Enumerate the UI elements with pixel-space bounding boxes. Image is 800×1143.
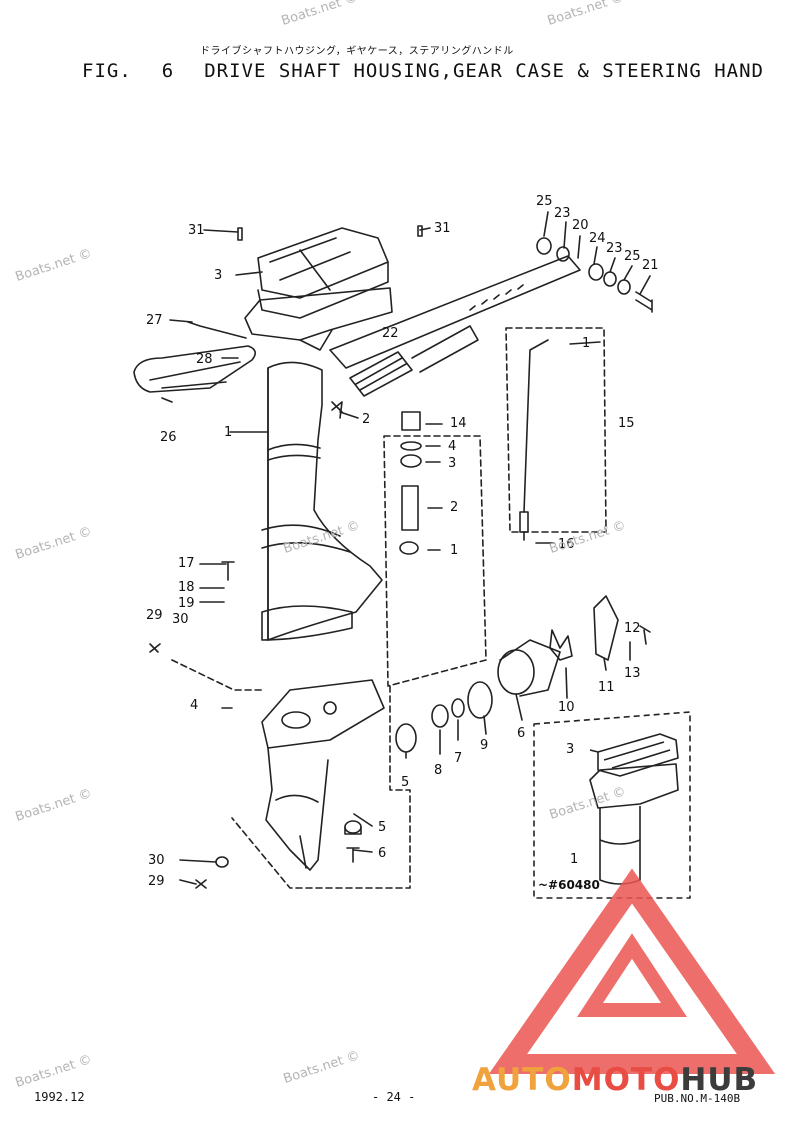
callout-10: 10 bbox=[558, 700, 575, 715]
callout-29-lower: 29 bbox=[148, 874, 165, 889]
callout-9: 9 bbox=[480, 738, 489, 753]
footer-date: 1992.12 bbox=[34, 1090, 85, 1104]
callout-27: 27 bbox=[146, 313, 163, 328]
callout-6-pumphousing: 6 bbox=[517, 726, 526, 741]
callout-14: 14 bbox=[450, 416, 467, 431]
callout-18: 18 bbox=[178, 580, 195, 595]
callout-19: 19 bbox=[178, 596, 195, 611]
fig-heading: DRIVE SHAFT HOUSING,GEAR CASE & STEERING… bbox=[204, 60, 764, 82]
callout-8: 8 bbox=[434, 763, 443, 778]
callout-5-mount: 5 bbox=[378, 820, 387, 835]
callout-12: 12 bbox=[624, 621, 641, 636]
callout-16: 16 bbox=[558, 537, 575, 552]
japanese-subtitle: ドライブシャフトハウジング，ギヤケース，ステアリングハンドル bbox=[200, 46, 514, 57]
callout-2-bolt: 2 bbox=[362, 412, 371, 427]
fig-label: FIG. bbox=[82, 60, 132, 82]
callout-5-bearing: 5 bbox=[401, 775, 410, 790]
callout-29-upper: 29 bbox=[146, 608, 163, 623]
figure-title: FIG. 6 DRIVE SHAFT HOUSING,GEAR CASE & STE… bbox=[82, 60, 764, 82]
callout-24: 24 bbox=[589, 231, 606, 246]
callout-23-right: 23 bbox=[606, 241, 623, 256]
brand-part-moto: MOTO bbox=[571, 1062, 681, 1098]
footer-page-number: - 24 - bbox=[372, 1090, 416, 1104]
callout-3: 3 bbox=[214, 268, 223, 283]
callout-6-bolt: 6 bbox=[378, 846, 387, 861]
callout-1-rod: 1 bbox=[582, 336, 591, 351]
inset-serial-note: ~#60480 bbox=[538, 878, 600, 892]
callout-7: 7 bbox=[454, 751, 463, 766]
callout-15: 15 bbox=[618, 416, 635, 431]
fig-number: 6 bbox=[161, 60, 175, 82]
callout-1-bearing: 1 bbox=[450, 543, 459, 558]
callout-25-top: 25 bbox=[536, 194, 553, 209]
callout-3-bearing: 3 bbox=[448, 456, 457, 471]
callout-4-seal: 4 bbox=[448, 439, 457, 454]
callout-1-housing: 1 bbox=[224, 425, 233, 440]
callout-31-right: 31 bbox=[434, 221, 451, 236]
callout-30-lower: 30 bbox=[148, 853, 165, 868]
callout-28: 28 bbox=[196, 352, 213, 367]
automotohub-logo bbox=[488, 868, 776, 1074]
inset-callout-3: 3 bbox=[566, 742, 575, 757]
callout-4-gearcase: 4 bbox=[190, 698, 199, 713]
brand-part-auto: AUTO bbox=[472, 1062, 572, 1098]
callout-30-upper: 30 bbox=[172, 612, 189, 627]
callout-22: 22 bbox=[382, 326, 399, 341]
inset-callout-1: 1 bbox=[570, 852, 579, 867]
callout-26: 26 bbox=[160, 430, 177, 445]
callout-23-top: 23 bbox=[554, 206, 571, 221]
callout-11: 11 bbox=[598, 680, 615, 695]
callout-17: 17 bbox=[178, 556, 195, 571]
brand-wordmark: AUTOMOTOHUB bbox=[472, 1062, 758, 1098]
callout-20: 20 bbox=[572, 218, 589, 233]
callout-21: 21 bbox=[642, 258, 659, 273]
callout-2-bushing: 2 bbox=[450, 500, 459, 515]
footer-pub-number: PUB.NO.M-140B bbox=[654, 1092, 741, 1105]
callout-31-left: 31 bbox=[188, 223, 205, 238]
brand-part-hub: HUB bbox=[680, 1062, 759, 1098]
callout-25-right: 25 bbox=[624, 249, 641, 264]
callout-13: 13 bbox=[624, 666, 641, 681]
